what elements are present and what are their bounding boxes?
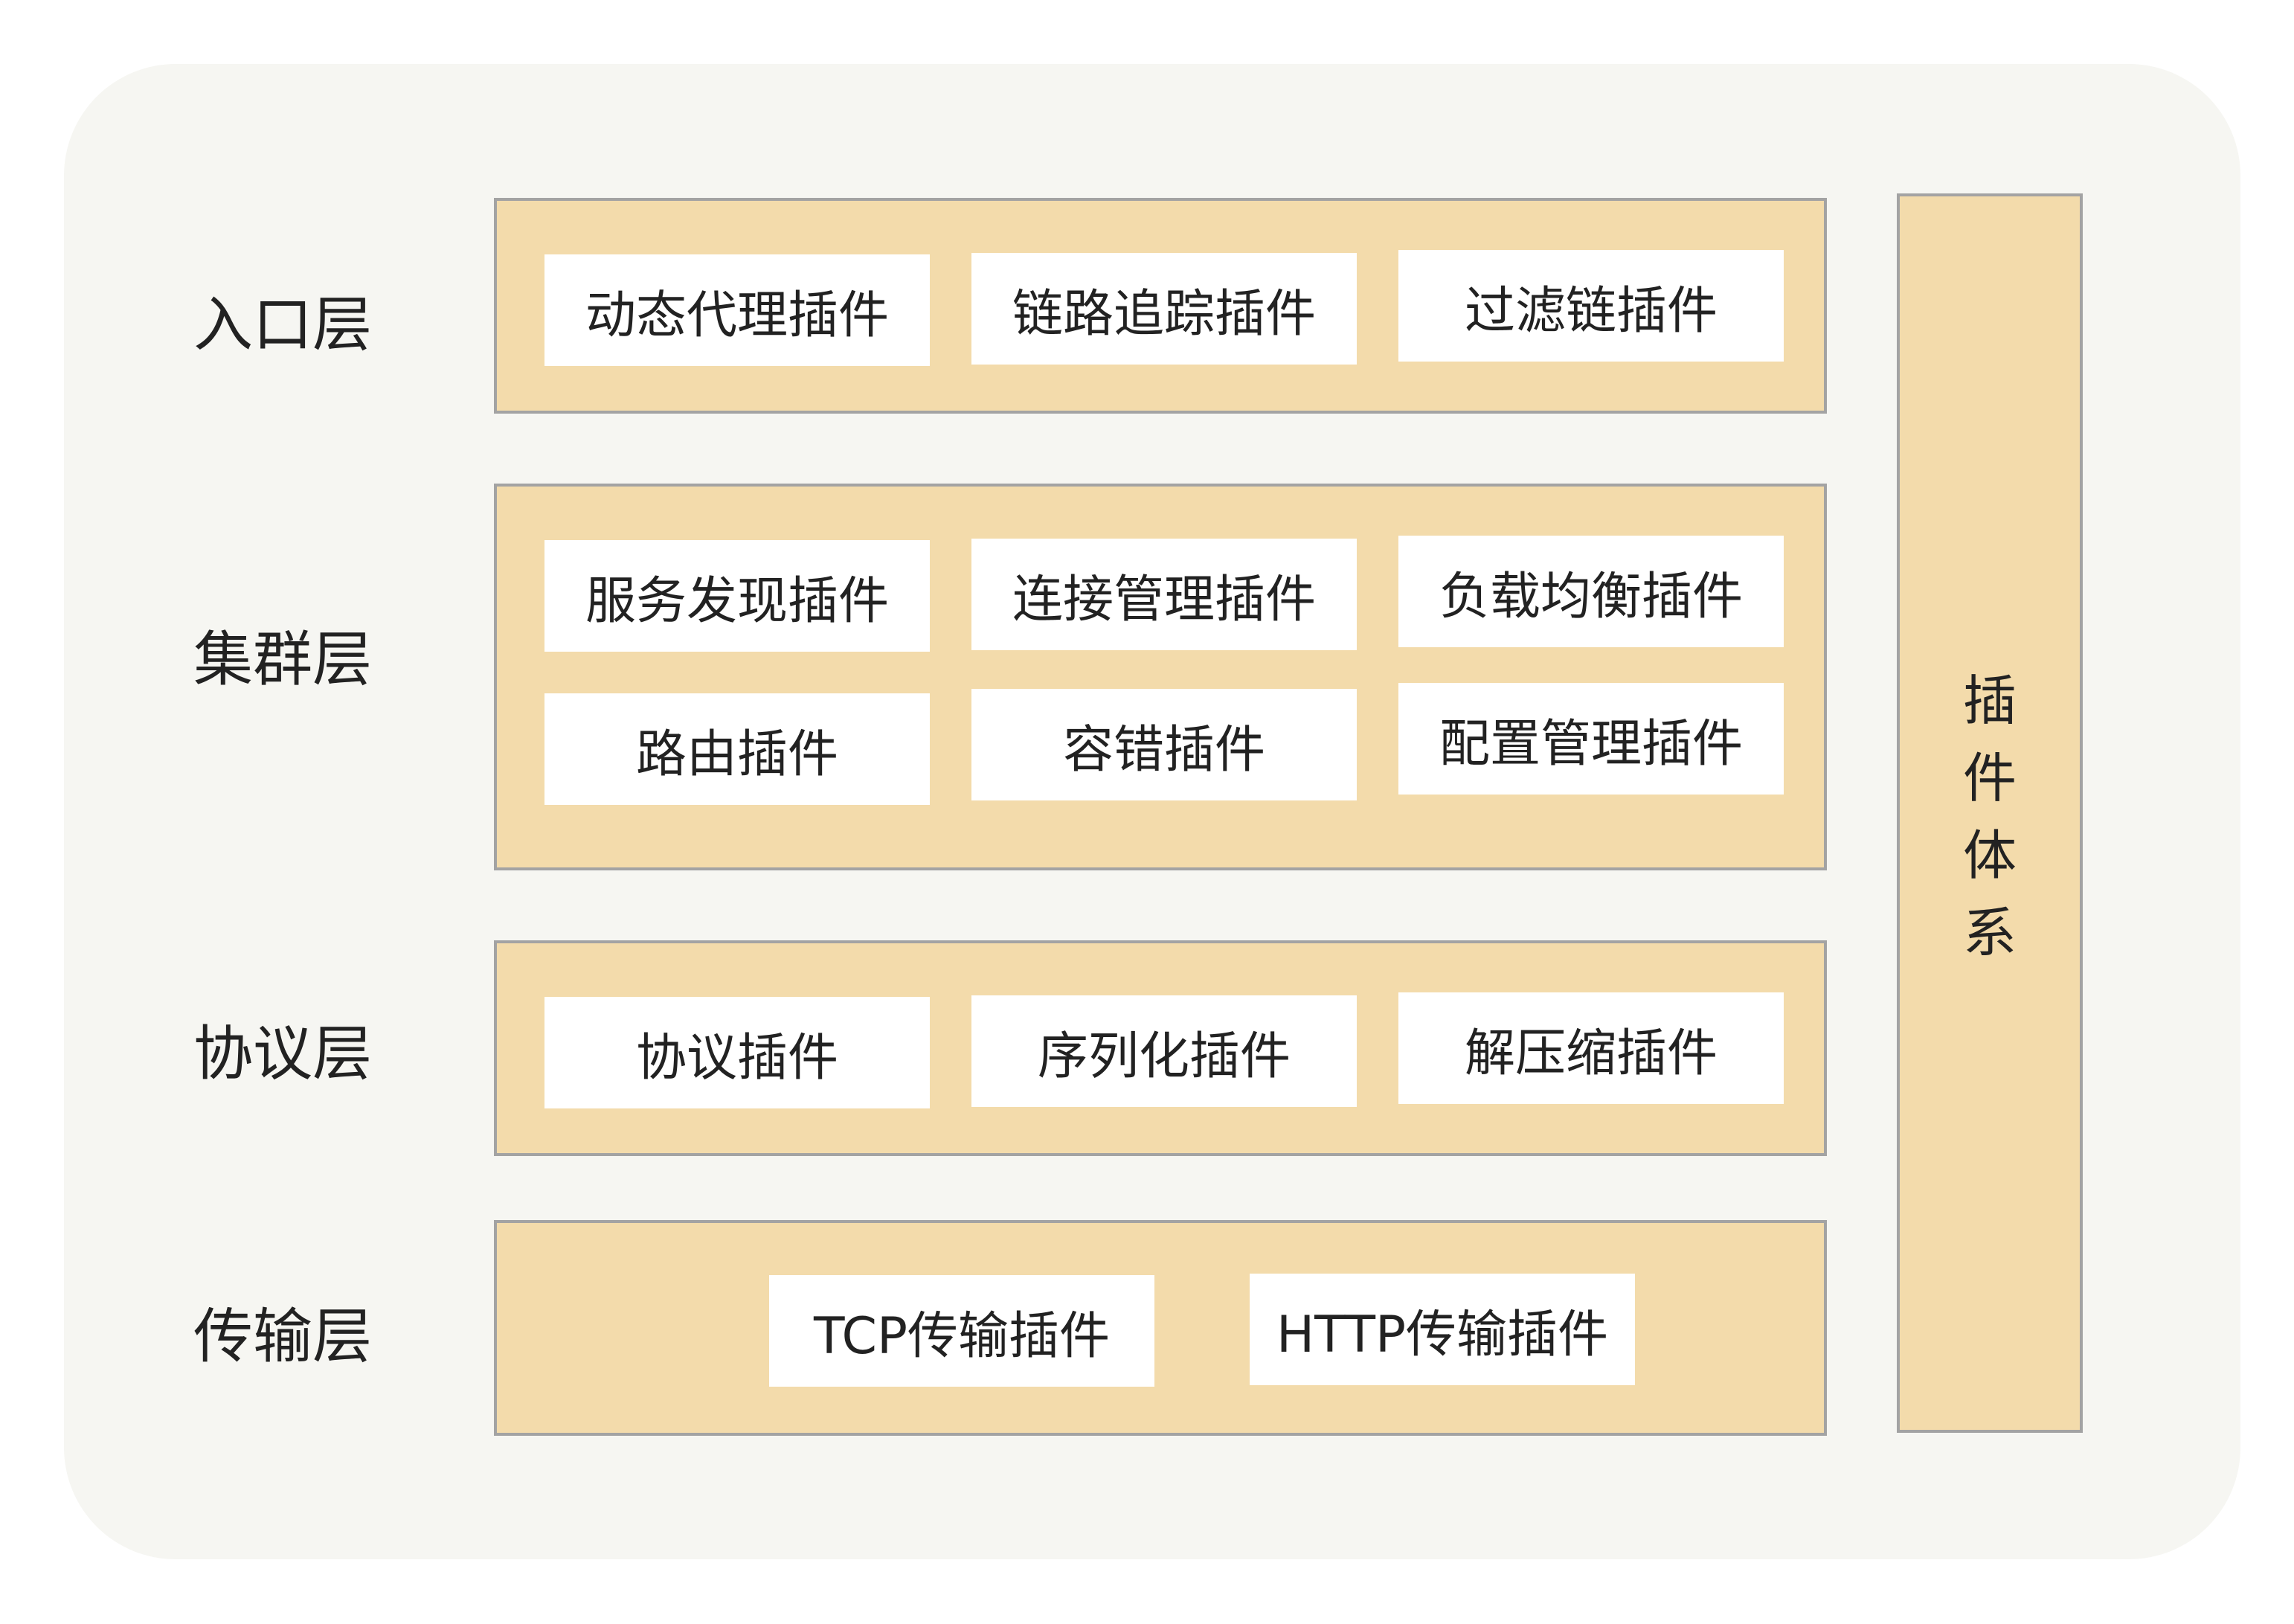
plugin-routing: 路由插件 <box>544 693 930 805</box>
plugin-connection-management: 连接管理插件 <box>971 539 1357 650</box>
plugin-trace: 链路追踪插件 <box>971 253 1357 365</box>
plugin-system-char: 插 <box>1962 670 2017 732</box>
layer-protocol: 协议插件 序列化插件 解压缩插件 <box>494 940 1827 1156</box>
layer-entry: 动态代理插件 链路追踪插件 过滤链插件 <box>494 198 1827 414</box>
plugin-dynamic-proxy: 动态代理插件 <box>544 254 930 366</box>
plugin-compression: 解压缩插件 <box>1398 992 1784 1104</box>
plugin-system-char: 件 <box>1962 747 2017 809</box>
plugin-system-char: 体 <box>1962 824 2017 887</box>
plugin-system-bar: 插 件 体 系 <box>1897 193 2083 1433</box>
plugin-load-balancing: 负载均衡插件 <box>1398 536 1784 647</box>
plugin-system-char: 系 <box>1962 902 2017 964</box>
plugin-service-discovery: 服务发现插件 <box>544 540 930 652</box>
layer-transport: TCP传输插件 HTTP传输插件 <box>494 1220 1827 1436</box>
layer-label-entry: 入口层 <box>193 290 372 359</box>
layer-cluster: 服务发现插件 连接管理插件 负载均衡插件 路由插件 容错插件 配置管理插件 <box>494 484 1827 870</box>
layer-label-cluster: 集群层 <box>193 625 372 694</box>
layer-label-protocol: 协议层 <box>193 1019 372 1088</box>
layer-label-transport: 传输层 <box>193 1302 372 1371</box>
plugin-serialization: 序列化插件 <box>971 995 1357 1107</box>
plugin-fault-tolerance: 容错插件 <box>971 689 1357 800</box>
plugin-filter-chain: 过滤链插件 <box>1398 250 1784 362</box>
plugin-tcp-transport: TCP传输插件 <box>769 1275 1154 1387</box>
plugin-config-management: 配置管理插件 <box>1398 683 1784 795</box>
plugin-http-transport: HTTP传输插件 <box>1250 1274 1635 1385</box>
plugin-protocol: 协议插件 <box>544 997 930 1108</box>
